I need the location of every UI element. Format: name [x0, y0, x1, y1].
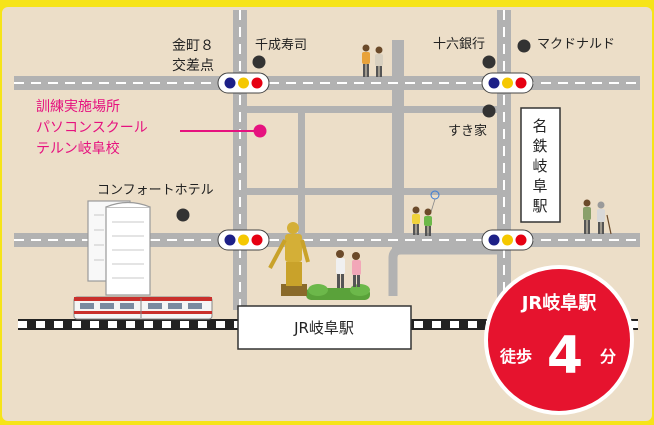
badge-walk: 徒歩: [499, 347, 532, 366]
meitetsu-gifu-char: 岐: [532, 157, 547, 175]
road-side-street: [247, 188, 497, 195]
mcdonalds-label: マクドナルド: [537, 37, 615, 52]
sensei-sushi-label: 千成寿司: [255, 38, 307, 53]
landmark-dot-icon: [176, 208, 190, 222]
kanemachi-label: 交差点: [172, 57, 214, 74]
train-icon: [73, 296, 213, 320]
comfort-hotel-label: コンフォートホテル: [97, 183, 214, 198]
road-side-street: [298, 113, 305, 233]
meitetsu-gifu-char: 名: [532, 117, 547, 135]
landmark-dot-icon: [482, 104, 496, 118]
meitetsu-gifu-station-box: [520, 107, 561, 223]
pedestrian-icon: [362, 44, 383, 77]
juroku-bank-label: 十六銀行: [433, 37, 485, 52]
badge-minutes: 4: [547, 326, 583, 386]
pedestrian-icon: [412, 190, 440, 236]
pedestrian-icon: [336, 250, 361, 288]
statue-icon: [268, 222, 370, 300]
traffic-signal-icon: [481, 72, 534, 94]
building-icon: [87, 200, 151, 296]
jr-gifu-station-label: JR岐阜駅: [293, 319, 354, 337]
landmark-dot-icon: [482, 55, 496, 69]
meitetsu-gifu-char: 阜: [532, 177, 547, 195]
destination-line: テルン岐阜校: [36, 140, 120, 157]
destination-line: 訓練実施場所: [36, 99, 120, 115]
traffic-signal-icon: [481, 229, 534, 251]
meitetsu-gifu-char: 鉄: [532, 137, 547, 155]
walking-time-badge: JR岐阜駅 徒歩 4 分: [484, 265, 634, 415]
pedestrian-icon: [583, 199, 612, 235]
sukiya-label: すき家: [448, 123, 487, 139]
road-loop: [388, 245, 497, 296]
badge-station: JR岐阜駅: [520, 292, 598, 314]
road-vertical-center: [392, 40, 404, 250]
kanemachi-label: 金町８: [172, 38, 214, 54]
badge-unit: 分: [600, 347, 616, 366]
road-side-street: [247, 106, 497, 113]
destination-line: パソコンスクール: [36, 120, 148, 136]
jr-gifu-station-box: [237, 305, 412, 350]
traffic-signal-icon: [217, 229, 270, 251]
traffic-signal-icon: [217, 72, 270, 94]
meitetsu-gifu-char: 駅: [532, 197, 547, 215]
landmark-dot-icon: [252, 55, 266, 69]
destination-marker-icon: [253, 124, 267, 138]
badge-circle: [484, 265, 634, 415]
landmark-dot-icon: [517, 39, 531, 53]
